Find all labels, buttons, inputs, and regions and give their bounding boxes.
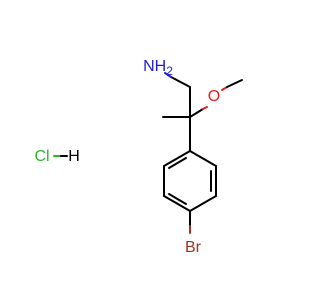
bond-cq-o-colored xyxy=(202,106,208,110)
ring-bond-4 xyxy=(163,195,191,212)
bond-cq-o xyxy=(189,108,204,118)
bond-ch2-n-colored xyxy=(164,72,172,78)
bond-o-methyl xyxy=(226,79,243,88)
amine-subscript: 2 xyxy=(166,64,173,78)
chemical-structure-diagram: NH2 O Br Cl H xyxy=(34,58,243,256)
ring-bond-6 xyxy=(163,150,191,167)
bromine-label: Br xyxy=(185,239,202,256)
hydrogen-label: H xyxy=(68,148,80,165)
ring-bond-3 xyxy=(189,195,217,212)
ring-double-bond-2 xyxy=(168,193,187,205)
oxygen-label: O xyxy=(208,88,220,105)
amine-label: NH2 xyxy=(143,58,173,78)
bond-ch2-n xyxy=(170,76,191,88)
ring-double-bond-3 xyxy=(168,157,187,169)
chlorine-label: Cl xyxy=(34,148,49,165)
ring-bond-1 xyxy=(189,150,217,167)
